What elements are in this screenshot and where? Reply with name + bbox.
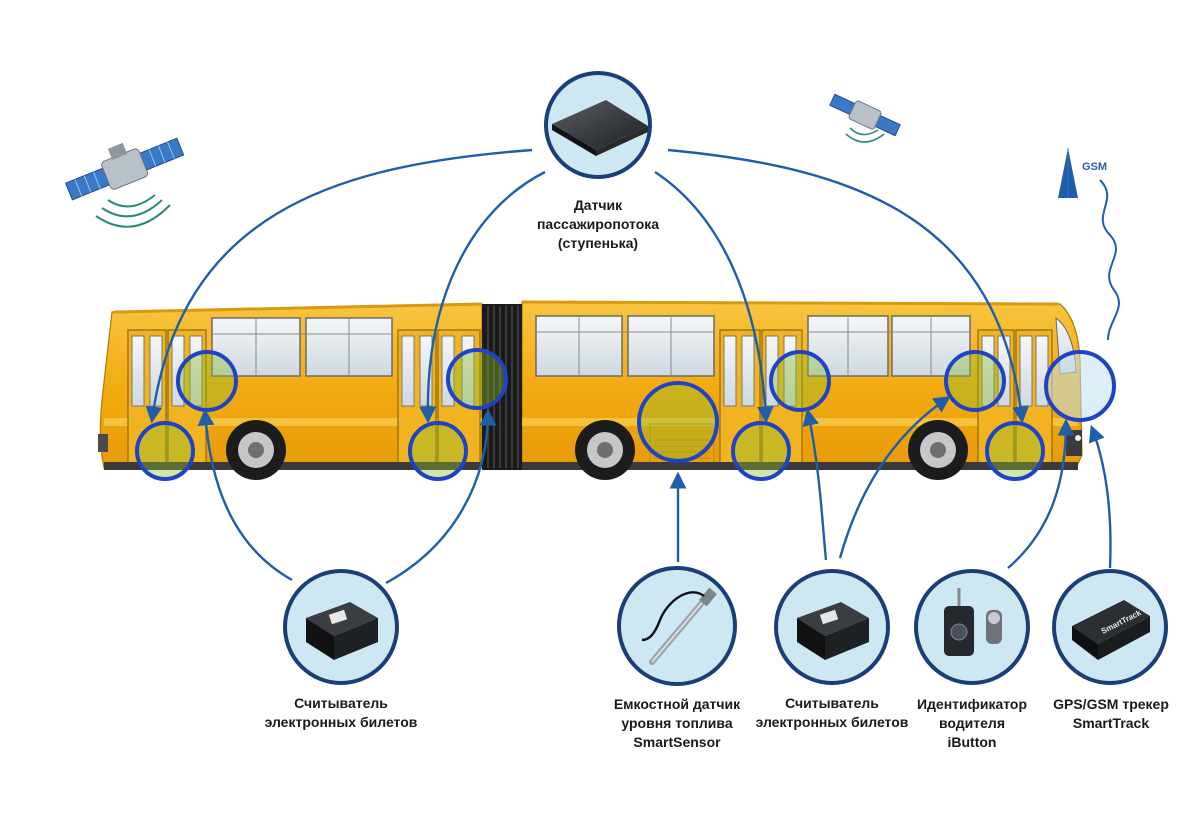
gsm-antenna-icon (1058, 148, 1078, 198)
satellite-left-icon (64, 137, 185, 228)
label-line: электронных билетов (264, 714, 418, 730)
label-ticket-reader-left: Считыватель электронных билетов (251, 694, 431, 732)
ring-rear-door-step-2 (985, 421, 1045, 481)
label-line: водителя (939, 715, 1005, 731)
step-sensor-pad-icon (552, 100, 648, 156)
label-line: iButton (947, 734, 997, 750)
label-line: Идентификатор (916, 696, 1028, 712)
ring-rear-door-reader-2 (944, 350, 1006, 412)
gsm-signal-wave (1099, 179, 1120, 341)
sensor-highlight-rings (135, 348, 1045, 481)
device-ticket-reader-right (774, 569, 890, 685)
label-line: (ступенька) (557, 235, 639, 251)
label-tracker: GPS/GSM трекер SmartTrack (1048, 695, 1174, 733)
ring-front-door-step-1 (135, 421, 195, 481)
device-ticket-reader-left (283, 569, 399, 685)
ring-front-door-step-2 (408, 421, 468, 481)
device-passenger-sensor (544, 71, 652, 179)
device-driver-id (914, 569, 1030, 685)
label-line: SmartSensor (633, 734, 721, 750)
ring-front-door-reader-2 (446, 348, 508, 410)
device-fuel-sensor (617, 566, 737, 686)
gps-tracker-unit-icon: SmartTrack (1072, 600, 1150, 660)
ibutton-reader-and-key-icon (944, 588, 1002, 656)
label-line: Считыватель (294, 695, 388, 711)
ring-front-door-reader-1 (176, 350, 238, 412)
label-line: SmartTrack (1072, 715, 1150, 731)
label-line: Емкостной датчик (613, 696, 741, 712)
label-line: электронных билетов (755, 714, 909, 730)
label-line: уровня топлива (621, 715, 733, 731)
ticket-reader-box-icon (797, 602, 869, 660)
articulated-bus (98, 300, 1083, 470)
ring-rear-door-step-1 (731, 421, 791, 481)
label-line: пассажиропотока (536, 216, 660, 232)
label-line: GPS/GSM трекер (1053, 696, 1169, 712)
fuel-level-probe-icon (641, 587, 717, 665)
label-line: Считыватель (785, 695, 879, 711)
ticket-reader-box-icon (306, 602, 378, 660)
ring-dashboard (1044, 350, 1116, 422)
label-fuel-sensor: Емкостной датчик уровня топлива SmartSen… (602, 695, 752, 752)
connector-lines (145, 148, 1112, 585)
label-passenger-sensor: Датчик пассажиропотока (ступенька) (528, 196, 668, 253)
ring-rear-door-reader-1 (769, 350, 831, 412)
satellite-right-icon (829, 93, 901, 143)
bus-wheels (226, 420, 968, 480)
label-line: Датчик (573, 197, 623, 213)
gsm-label: GSM (1082, 161, 1108, 173)
ring-fuel-tank (637, 381, 719, 463)
label-ticket-reader-right: Считыватель электронных билетов (747, 694, 917, 732)
device-tracker: SmartTrack (1052, 569, 1168, 685)
label-driver-id: Идентификатор водителя iButton (912, 695, 1032, 752)
